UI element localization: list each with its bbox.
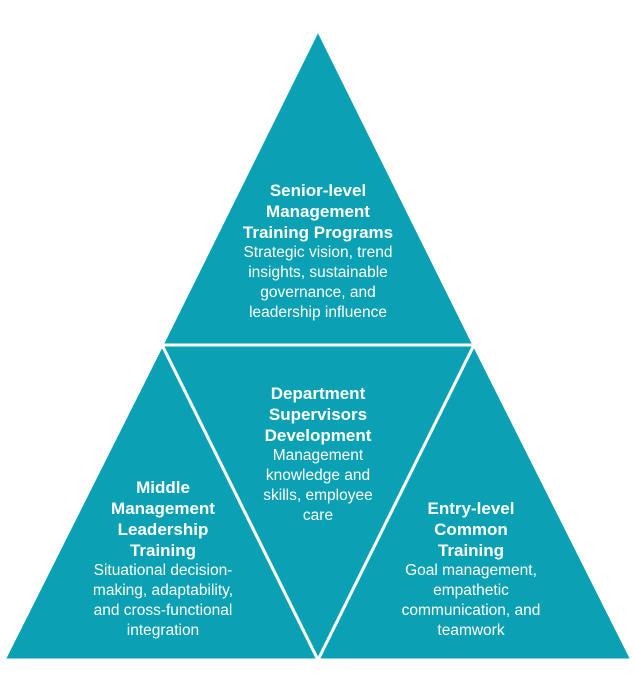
department-supervisors-title: Department Supervisors Development bbox=[264, 384, 372, 445]
entry-level-description: Goal management, empathetic communicatio… bbox=[401, 562, 541, 639]
entry-level-block: Entry-level Common Training Goal managem… bbox=[385, 498, 557, 641]
middle-triangle bbox=[2, 343, 320, 662]
department-supervisors-block: Department Supervisors Development Manag… bbox=[222, 383, 414, 526]
senior-level-description: Strategic vision, trend insights, sustai… bbox=[243, 244, 393, 321]
department-supervisors-description: Management knowledge and skills, employe… bbox=[263, 447, 373, 524]
entry-triangle bbox=[316, 343, 634, 662]
middle-management-block: Middle Management Leadership Training Si… bbox=[77, 477, 249, 641]
entry-level-title: Entry-level Common Training bbox=[427, 499, 515, 560]
middle-management-title: Middle Management Leadership Training bbox=[111, 478, 215, 560]
middle-management-description: Situational decision- making, adaptabili… bbox=[92, 562, 234, 639]
senior-level-title: Senior-level Management Training Program… bbox=[242, 181, 394, 242]
senior-level-block: Senior-level Management Training Program… bbox=[218, 180, 418, 323]
